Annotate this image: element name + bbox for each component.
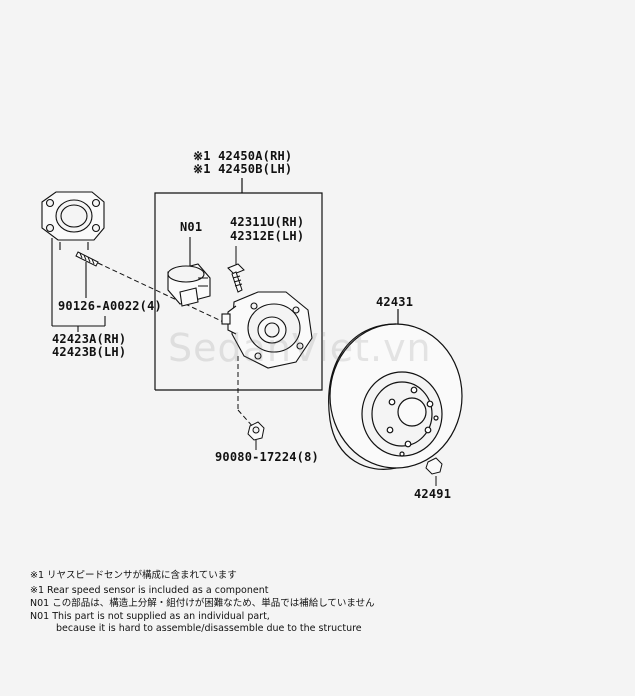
hub-nut [247,421,265,450]
label-disc: 42431 [376,295,414,309]
speed-sensor [167,237,211,307]
carrier-leader [51,238,106,332]
hub-stud [75,251,99,267]
note-line-5: because it is hard to assemble/disassemb… [56,623,362,634]
note-line-2: ※1 Rear speed sensor is included as a co… [30,585,269,596]
assembly-box [154,178,323,391]
disc-plug [425,457,443,486]
label-plug: 42491 [414,487,452,501]
carrier-plate [41,191,105,250]
hub-bolt [227,246,245,293]
watermark: SedanViet.vn [168,326,432,370]
label-stud: 90126-A0022(4) [58,299,162,313]
label-n01: N01 [180,220,203,234]
label-nut: 90080-17224(8) [215,450,319,464]
note-line-1: ※1 リヤスピードセンサが構成に含まれています [30,570,237,581]
label-bolt-rh: 42311U(RH) [230,215,305,229]
label-bolt-lh: 42312E(LH) [230,229,305,243]
label-assembly-lh: ※1 42450B(LH) [193,162,293,176]
label-carrier-lh: 42423B(LH) [52,345,127,359]
label-assembly-rh: ※1 42450A(RH) [193,149,293,163]
note-line-4: N01 This part is not supplied as an indi… [30,611,270,622]
hub-bearing [221,291,313,369]
note-line-3: N01 この部品は、構造上分解・組付けが困難なため、単品では補給していません [30,598,375,609]
brake-disc [328,309,463,470]
label-carrier-rh: 42423A(RH) [52,332,127,346]
